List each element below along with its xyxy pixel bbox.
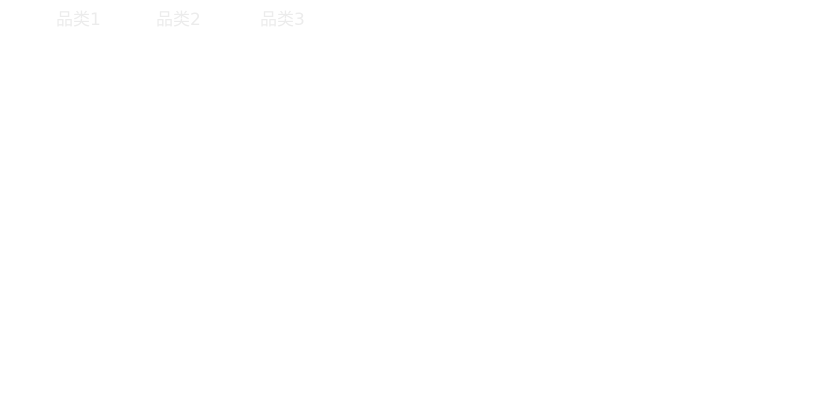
content-area (0, 40, 834, 400)
tab-category-2[interactable]: 品类2 (156, 10, 201, 30)
tab-category-1[interactable]: 品类1 (56, 10, 101, 30)
category-tab-bar: 品类1 品类2 品类3 (0, 8, 834, 32)
tab-category-3[interactable]: 品类3 (260, 10, 305, 30)
